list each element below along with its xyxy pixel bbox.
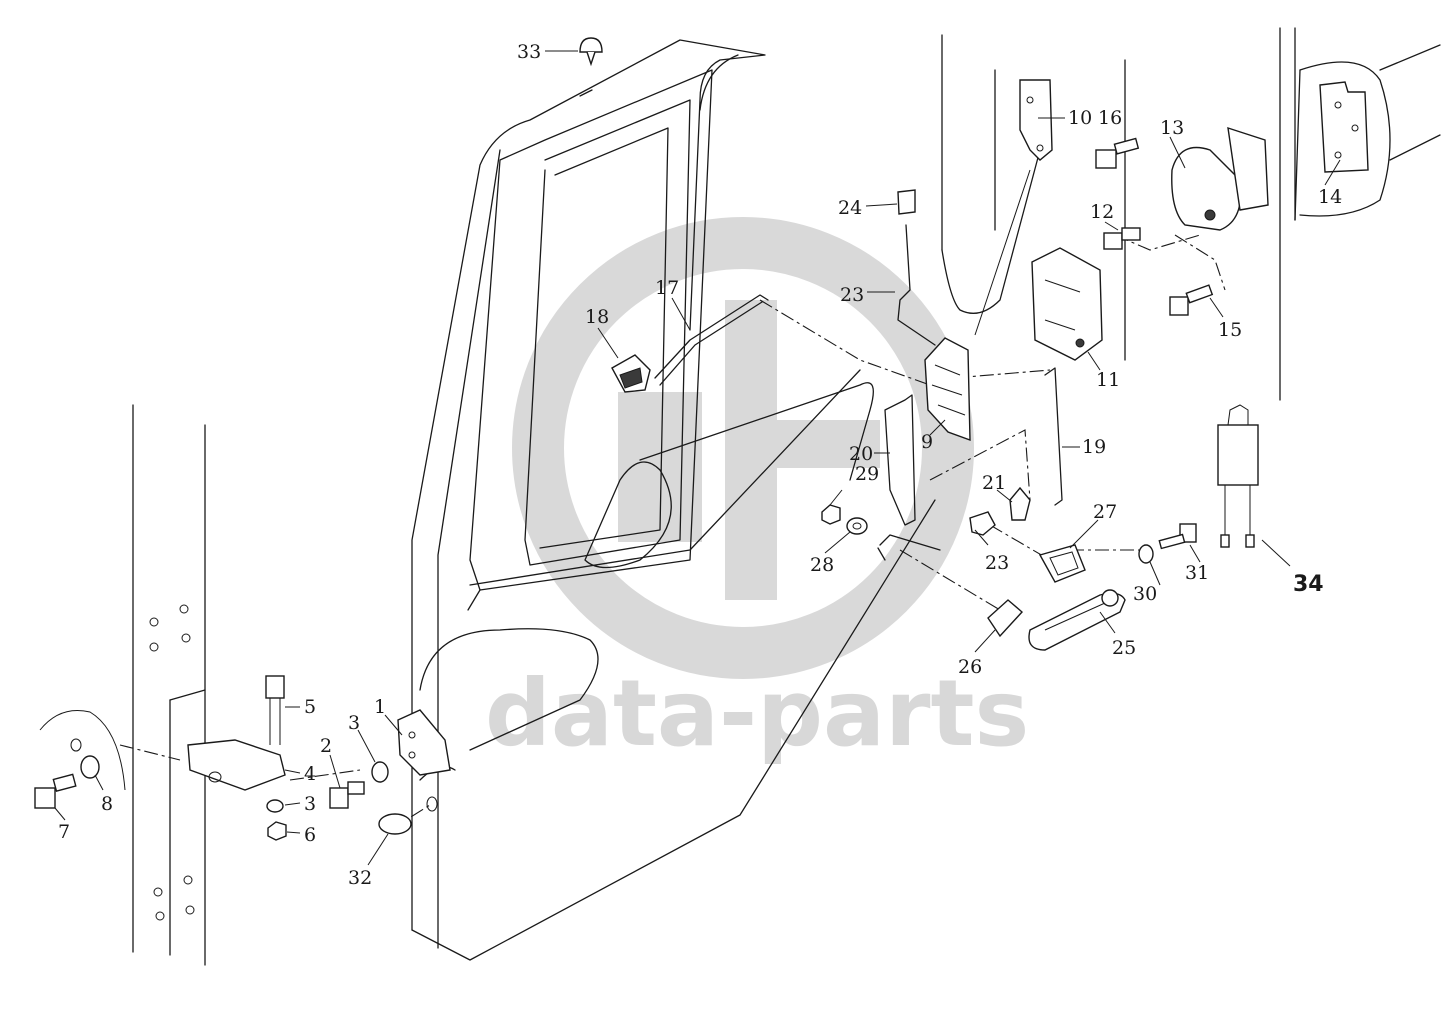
watermark-text: data-parts <box>485 660 1029 767</box>
callout-10: 10 <box>1068 107 1092 129</box>
callout-28: 28 <box>810 554 834 576</box>
callout-30: 30 <box>1133 583 1157 605</box>
callout-4: 4 <box>304 763 316 785</box>
nut-6 <box>267 821 287 841</box>
hinge-4 <box>187 739 286 791</box>
assembly-lines <box>119 169 1226 831</box>
rod-20 <box>884 394 916 526</box>
knob-24 <box>897 189 916 215</box>
clip-23 <box>969 511 996 536</box>
callout-33: 33 <box>517 41 541 63</box>
callout-3-lower: 3 <box>304 793 316 815</box>
body-hole <box>70 738 82 752</box>
callout-14: 14 <box>1318 186 1342 208</box>
washer-8 <box>80 755 100 779</box>
bolt-16 <box>1095 137 1140 169</box>
callout-labels: 33 10 16 13 14 24 12 17 23 18 15 11 9 19… <box>58 41 1342 889</box>
callout-31: 31 <box>1185 562 1209 584</box>
door-pillar <box>132 404 206 966</box>
bracket-10 <box>1019 79 1053 161</box>
callout-6: 6 <box>304 824 316 846</box>
hinge-1 <box>397 709 451 776</box>
lock-mechanism-9 <box>924 337 971 442</box>
callout-9: 9 <box>921 431 933 453</box>
callout-1: 1 <box>374 696 386 718</box>
callout-27: 27 <box>1093 501 1117 523</box>
callout-20: 20 <box>849 443 873 465</box>
rod-17-b <box>659 301 763 386</box>
gasket-26 <box>987 599 1024 638</box>
body-pillar-right <box>941 27 1441 401</box>
callout-32: 32 <box>348 867 372 889</box>
washer-28 <box>846 517 868 535</box>
washer-3b <box>266 799 284 813</box>
door-shell <box>411 39 936 961</box>
watermark-logo <box>512 217 974 679</box>
callout-5: 5 <box>304 696 316 718</box>
callout-7: 7 <box>58 821 70 843</box>
bolt-31 <box>1158 523 1197 550</box>
rod-19 <box>1044 367 1063 506</box>
lock-block-11 <box>1031 247 1103 361</box>
callout-12: 12 <box>1090 201 1114 223</box>
callout-8: 8 <box>101 793 113 815</box>
callout-3-upper: 3 <box>348 712 360 734</box>
bolt-7 <box>34 773 77 809</box>
leader-lines <box>54 50 1341 866</box>
callout-13: 13 <box>1160 117 1184 139</box>
bolt-2 <box>329 781 365 809</box>
rod-17 <box>654 294 769 379</box>
outer-handle-25 <box>1028 589 1126 651</box>
plug-33 <box>579 37 603 67</box>
bolt-12 <box>1103 227 1141 250</box>
washer-3a <box>371 761 389 783</box>
callout-17: 17 <box>655 277 679 299</box>
rod-23 <box>897 224 936 346</box>
callout-19: 19 <box>1082 436 1106 458</box>
callout-18: 18 <box>585 306 609 328</box>
gasket-27 <box>1038 544 1086 583</box>
callout-15: 15 <box>1218 319 1242 341</box>
rod-link <box>877 534 941 561</box>
inner-handle-18 <box>611 354 651 393</box>
plug-32 <box>378 813 412 835</box>
body-edge <box>39 710 126 791</box>
callout-11: 11 <box>1096 369 1120 391</box>
callout-34: 34 <box>1293 572 1324 597</box>
callout-24: 24 <box>838 197 862 219</box>
callout-23-lower: 23 <box>985 552 1009 574</box>
hinge-pin-5 <box>265 675 285 745</box>
callout-16: 16 <box>1098 107 1122 129</box>
washer-30 <box>1138 544 1154 564</box>
nut-29 <box>821 504 841 525</box>
callout-2: 2 <box>320 735 332 757</box>
callout-26: 26 <box>958 656 982 678</box>
switch-34 <box>1217 404 1259 548</box>
callout-23-upper: 23 <box>840 284 864 306</box>
bolt-15 <box>1169 284 1214 316</box>
callout-25: 25 <box>1112 637 1136 659</box>
striker-13 <box>1171 126 1269 231</box>
plate-14 <box>1319 81 1369 173</box>
callout-29: 29 <box>855 463 879 485</box>
lever-21 <box>1009 486 1031 521</box>
callout-21: 21 <box>982 472 1006 494</box>
